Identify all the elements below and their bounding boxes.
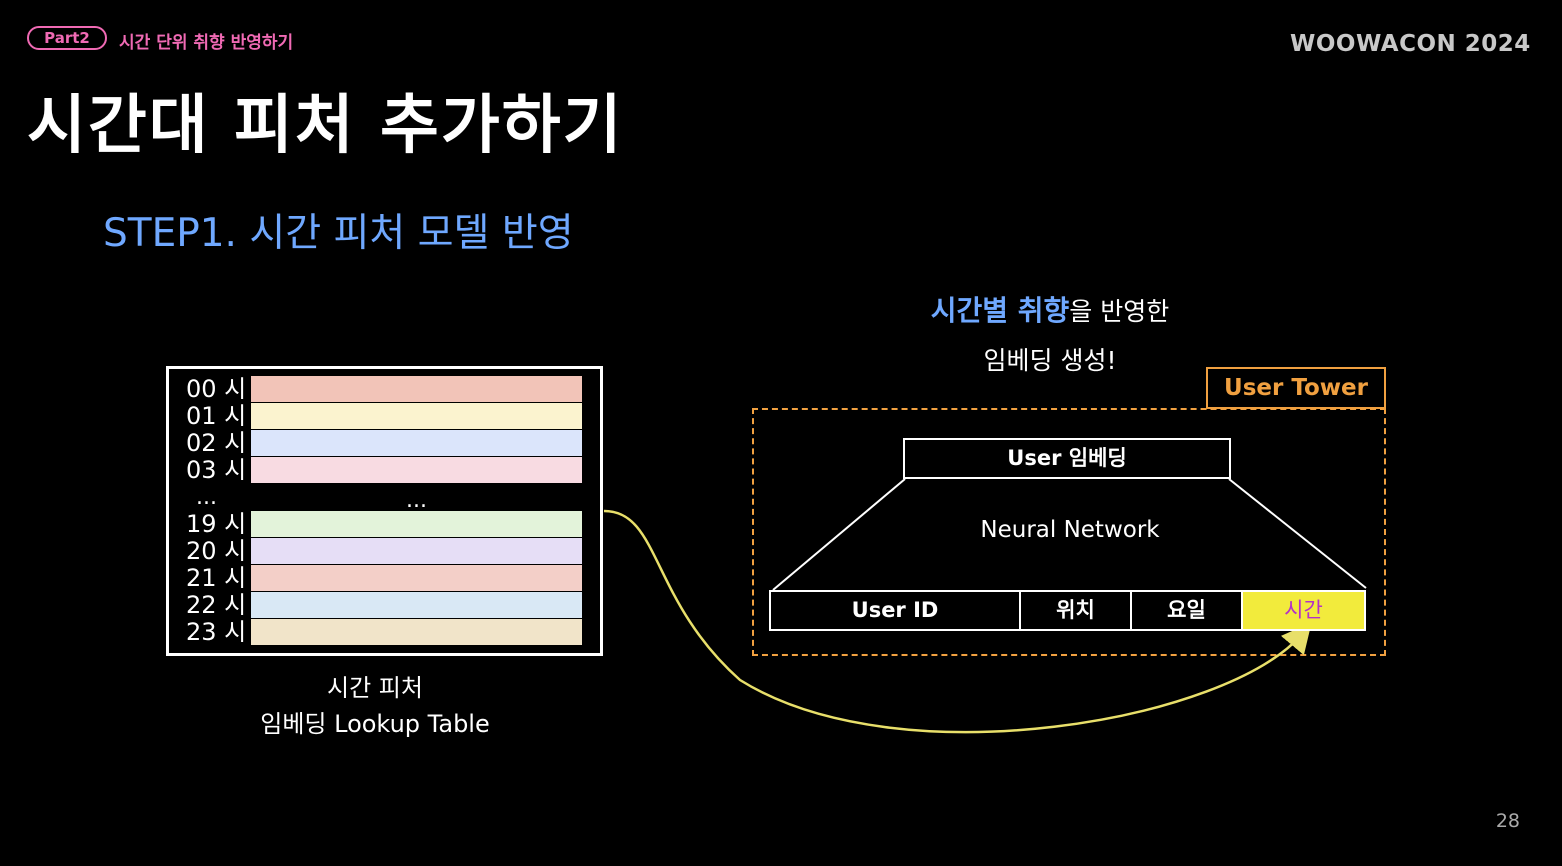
time-feature-arrow <box>603 509 1312 734</box>
feature-cell: 시간 <box>1243 592 1364 629</box>
caption-line-1: 시간 피처 <box>327 674 423 702</box>
lookup-row-embedding <box>251 457 582 483</box>
caption-line-2: 임베딩 Lookup Table <box>260 710 490 738</box>
headline-rest: 을 반영한 <box>1069 297 1170 326</box>
lookup-row-embedding <box>251 376 582 402</box>
step-title: STEP1. 시간 피처 모델 반영 <box>103 211 574 256</box>
lookup-row-label: 23 시 <box>186 618 247 646</box>
lookup-row-label: 00 시 <box>186 375 247 403</box>
part-badge: Part2 <box>27 26 107 50</box>
lookup-row-label: 22 시 <box>186 591 247 619</box>
user-embedding-box: User 임베딩 <box>903 438 1231 479</box>
lookup-row-embedding <box>251 538 582 564</box>
user-tower-box <box>752 408 1386 656</box>
lookup-row-embedding <box>251 619 582 645</box>
feature-cell: 요일 <box>1132 592 1243 629</box>
lookup-row-label: 01 시 <box>186 402 247 430</box>
lookup-row-embedding <box>251 430 582 456</box>
page-title: 시간대 피처 추가하기 <box>27 89 624 163</box>
part-title: 시간 단위 취향 반영하기 <box>119 33 294 53</box>
user-tower-label: User Tower <box>1206 367 1386 409</box>
lookup-ellipsis-label: ... <box>196 485 217 510</box>
embedding-headline: 시간별 취향을 반영한 임베딩 생성! <box>850 286 1250 385</box>
headline-line-2: 임베딩 생성! <box>983 346 1117 375</box>
lookup-row-label: 21 시 <box>186 564 247 592</box>
lookup-row-embedding <box>251 565 582 591</box>
feature-cell: 위치 <box>1021 592 1132 629</box>
feature-cell: User ID <box>771 592 1021 629</box>
lookup-ellipsis-bar: ... <box>406 488 427 513</box>
lookup-row-label: 19 시 <box>186 510 247 538</box>
lookup-row-embedding <box>251 592 582 618</box>
headline-highlight: 시간별 취향 <box>930 294 1070 327</box>
lookup-table-caption: 시간 피처 임베딩 Lookup Table <box>200 670 550 742</box>
lookup-row-label: 02 시 <box>186 429 247 457</box>
lookup-row-embedding <box>251 403 582 429</box>
network-right-edge <box>1228 478 1367 589</box>
brand-logo: WOOWACON 2024 <box>1290 31 1531 57</box>
page-number: 28 <box>1495 810 1520 832</box>
lookup-row-label: 03 시 <box>186 456 247 484</box>
neural-network-label: Neural Network <box>980 517 1160 543</box>
lookup-row-embedding <box>251 511 582 537</box>
network-left-edge <box>772 478 906 591</box>
lookup-table-frame <box>166 366 603 656</box>
lookup-row-label: 20 시 <box>186 537 247 565</box>
